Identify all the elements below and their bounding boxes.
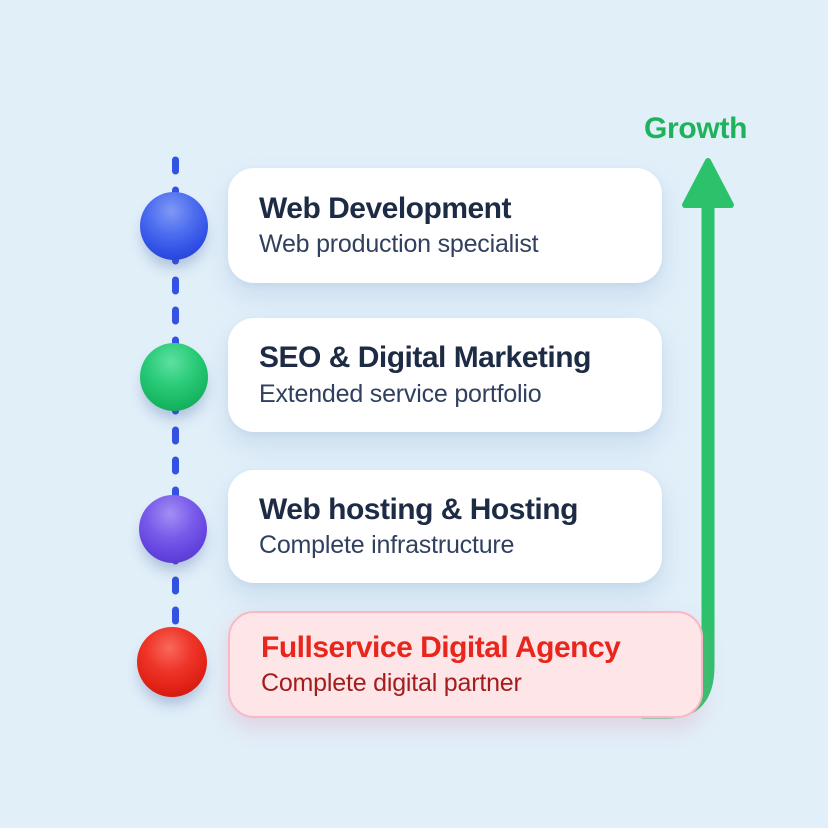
stage-card-seo-digital-marketing: SEO & Digital Marketing Extended service… xyxy=(228,318,662,432)
stage-card-subtitle: Complete infrastructure xyxy=(259,531,515,560)
timeline-dot-web-hosting xyxy=(139,495,207,563)
stage-card-web-development: Web Development Web production specialis… xyxy=(228,168,662,283)
stage-card-title: Web Development xyxy=(259,191,512,225)
growth-label: Growth xyxy=(644,112,748,145)
stage-card-title: SEO & Digital Marketing xyxy=(259,341,591,375)
stage-card-fullservice-agency-highlighted: Fullservice Digital Agency Complete digi… xyxy=(228,611,703,718)
timeline-dot-fullservice-agency xyxy=(137,627,207,697)
stage-card-subtitle: Extended service portfolio xyxy=(259,379,542,408)
stage-card-subtitle: Complete digital partner xyxy=(261,669,522,698)
stage-card-title: Web hosting & Hosting xyxy=(259,492,578,526)
stage-card-title: Fullservice Digital Agency xyxy=(261,630,621,664)
stage-card-subtitle: Web production specialist xyxy=(259,230,539,259)
stage-card-web-hosting: Web hosting & Hosting Complete infrastru… xyxy=(228,470,662,583)
timeline-dot-seo-digital-marketing xyxy=(140,343,208,411)
timeline-dot-web-development xyxy=(140,192,208,260)
growth-arrow-head-icon xyxy=(682,158,734,208)
